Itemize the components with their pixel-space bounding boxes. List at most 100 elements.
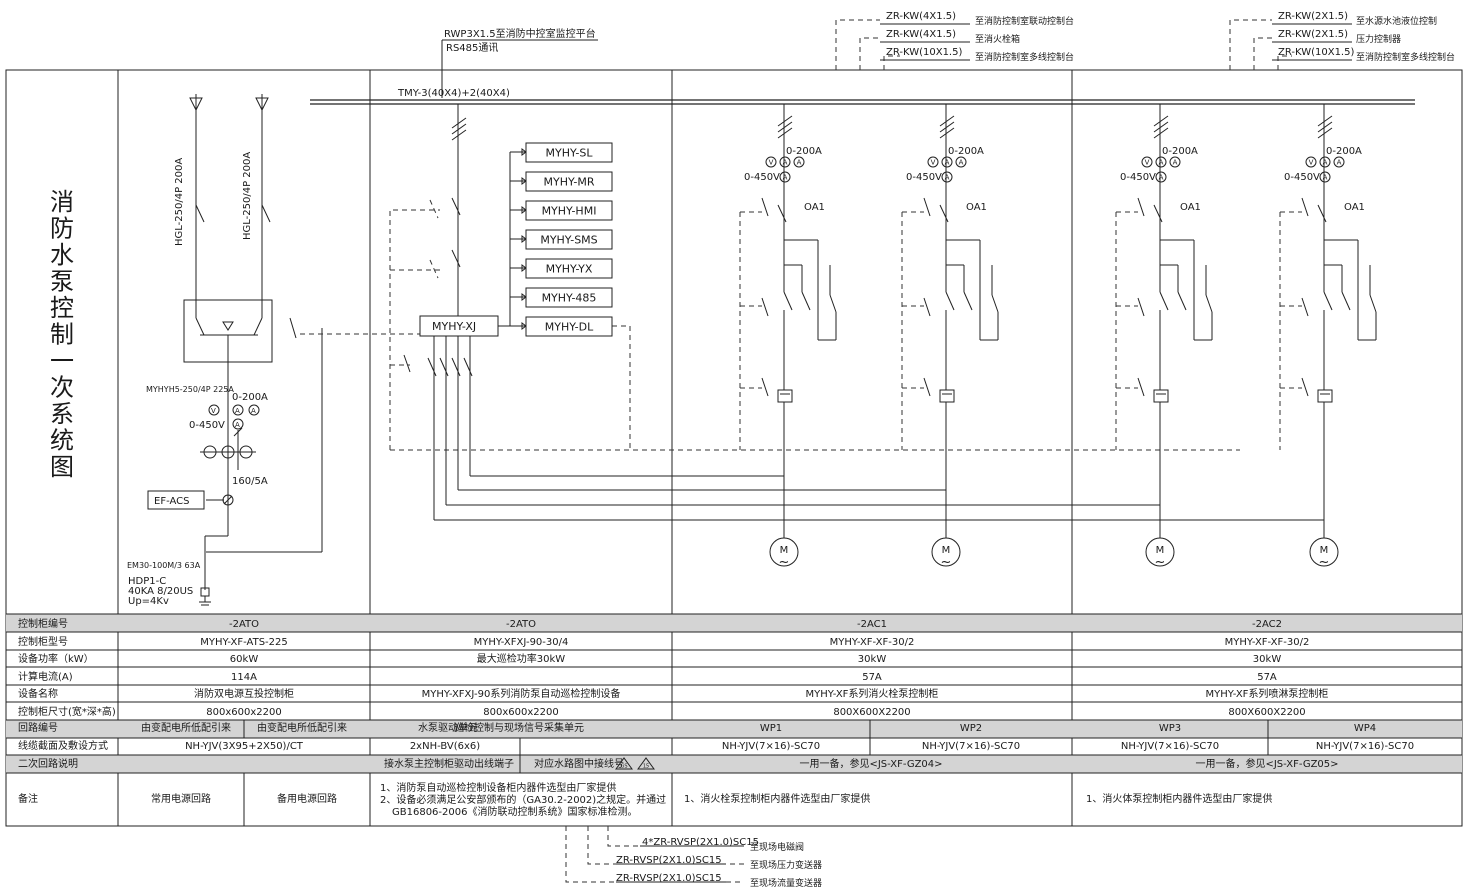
ats-circuit <box>183 94 420 606</box>
ammeter-range: 0-200A <box>1326 146 1362 157</box>
loop-xj: 水泵驱动单元 <box>418 722 478 734</box>
module-label: MYHY-SL <box>546 147 594 160</box>
wire-number-1: GS <box>620 764 627 770</box>
arrow-icon <box>521 293 527 301</box>
module-box <box>525 287 613 308</box>
relay-coil <box>777 389 793 403</box>
table-cell: 30kW <box>858 654 887 665</box>
a-symbol: A <box>251 407 256 415</box>
ammeter-icon <box>1169 156 1181 168</box>
module-box <box>525 258 613 279</box>
voltmeter-range: 0-450V <box>906 172 942 183</box>
a-symbol: A <box>945 159 950 167</box>
module-label: MYHY-DL <box>545 321 594 334</box>
note-ac1: 1、消火栓泵控制柜内器件选型由厂家提供 <box>684 792 870 805</box>
ac-symbol: ~ <box>941 555 952 570</box>
ammeter-icon <box>1155 171 1167 183</box>
ct-ratio: 160/5A <box>232 476 268 487</box>
title-char: 泵 <box>50 268 74 296</box>
table-cell: MYHY-XF系列消火栓泵控制柜 <box>806 687 939 700</box>
group2-dest-1: 至水源水池液位控制 <box>1356 15 1437 27</box>
motor-symbol: M <box>780 545 789 556</box>
outer-frame <box>5 69 1463 827</box>
row-label: 控制柜型号 <box>18 635 68 648</box>
a-symbol: A <box>783 159 788 167</box>
table-cell: MYHY-XF系列喷淋泵控制柜 <box>1206 687 1329 700</box>
table-cell: MYHY-XF-XF-30/2 <box>830 637 915 648</box>
cable-ats: NH-YJV(3X95+2X50)/CT <box>185 741 304 752</box>
ammeter-icon <box>1155 156 1167 168</box>
a-symbol: A <box>783 174 788 182</box>
loop-ats-1: 由变配电所低配引来 <box>141 721 231 734</box>
table-cell: MYHY-XF-ATS-225 <box>200 637 288 648</box>
table-cell: 57A <box>1257 672 1277 683</box>
module-box <box>525 200 613 221</box>
voltmeter-icon <box>927 156 939 168</box>
note-xj-2: 2、设备必须满足公安部颁布的（GA30.2-2002)之规定。并通过 <box>380 793 666 806</box>
arrow-icon <box>521 235 527 243</box>
group1-cable-2: ZR-KW(4X1.5) <box>886 29 956 40</box>
motor-icon <box>769 537 799 567</box>
table-cell: -2ATO <box>229 619 259 630</box>
table-cell: 800x600x2200 <box>206 707 281 718</box>
group1-dest-2: 至消火栓箱 <box>975 33 1020 45</box>
xj-module-list: MYHY-SLMYHY-MRMYHY-HMIMYHY-SMSMYHY-YXMYH… <box>510 142 613 337</box>
title-char: 防 <box>50 215 74 243</box>
ammeter-range: 0-200A <box>1162 146 1198 157</box>
title-char: 制 <box>50 321 74 349</box>
ats-switch-label: MYHYH5-250/4P 225A <box>146 385 234 394</box>
module-box <box>525 229 613 250</box>
note-ats-2: 备用电源回路 <box>277 792 337 805</box>
wire-number-triangle <box>615 757 633 770</box>
spd-label-3: Up=4Kv <box>128 596 169 607</box>
group2-dest-3: 至消防控制室多线控制台 <box>1356 51 1455 63</box>
a-symbol: A <box>1337 159 1342 167</box>
motor-symbol: M <box>1156 545 1165 556</box>
table-cell: -2ATO <box>506 619 536 630</box>
cable-xj: 2xNH-BV(6x6) <box>410 741 480 752</box>
a-symbol: A <box>1323 159 1328 167</box>
group1-dest-1: 至消防控制室联动控制台 <box>975 15 1074 27</box>
table-cell: 最大巡检功率30kW <box>477 652 566 665</box>
row-label: 设备名称 <box>18 687 58 700</box>
efacs-box <box>147 490 205 510</box>
bottom-leaders <box>565 826 744 883</box>
group2-cable-2: ZR-KW(2X1.5) <box>1278 29 1348 40</box>
a-symbol: A <box>1323 174 1328 182</box>
table-cell: 800X600X2200 <box>833 707 910 718</box>
module-label: MYHY-485 <box>542 292 597 305</box>
voltmeter-icon <box>765 156 777 168</box>
row-label: 控制柜尺寸(宽*深*高) <box>18 705 116 718</box>
table-cell: 60kW <box>230 654 259 665</box>
secondary-xj-2: 对应水路图中接线号 <box>534 757 624 770</box>
ammeter-range: 0-200A <box>786 146 822 157</box>
v-symbol: V <box>1145 159 1150 167</box>
ammeter-icon <box>941 171 953 183</box>
note-xj-3: GB16806-2006《消防联动控制系统》国家标准检测。 <box>392 805 637 818</box>
ammeter-icon <box>1319 171 1331 183</box>
group1-cable-3: ZR-KW(10X1.5) <box>886 47 962 58</box>
oa-label: OA1 <box>1344 202 1365 213</box>
table-cell: MYHY-XFXJ-90系列消防泵自动巡检控制设备 <box>422 687 621 700</box>
table-cell: 800x600x2200 <box>483 707 558 718</box>
table-cell: 消防双电源互投控制柜 <box>194 687 294 700</box>
motor-icon <box>931 537 961 567</box>
arrow-icon <box>521 206 527 214</box>
motor-icon <box>1145 537 1175 567</box>
loop-label: 回路编号 <box>18 721 58 734</box>
secondary-xj: 接水泵主控制柜驱动出线端子 <box>384 757 514 770</box>
title-char: 水 <box>50 241 74 269</box>
module-label: MYHY-YX <box>546 263 593 276</box>
a-symbol: A <box>1159 159 1164 167</box>
title-char: 系 <box>50 400 74 428</box>
table-cell: 114A <box>231 672 257 683</box>
table-cell: MYHY-XF-XF-30/2 <box>1225 637 1310 648</box>
voltmeter-range: 0-450V <box>1120 172 1156 183</box>
motor-symbol: M <box>1320 545 1329 556</box>
note-label: 备注 <box>18 792 38 805</box>
voltmeter-icon <box>1305 156 1317 168</box>
